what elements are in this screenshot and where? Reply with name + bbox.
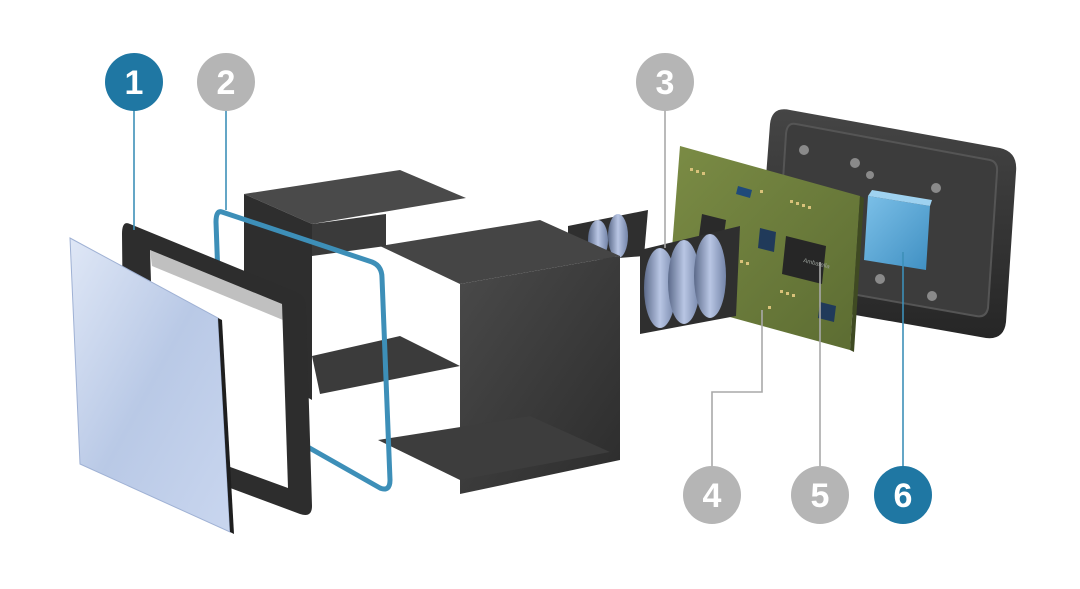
callout-label: 1 xyxy=(125,64,144,102)
callout-6: 6 xyxy=(874,466,932,524)
callout-circle xyxy=(791,466,849,524)
front-bracket xyxy=(378,220,620,494)
callout-circle xyxy=(197,53,255,111)
callout-3: 3 xyxy=(636,53,694,111)
callout-badges: 1 2 3 4 5 6 xyxy=(105,53,932,524)
callout-label: 3 xyxy=(656,64,675,102)
callout-1: 1 xyxy=(105,53,163,111)
callout-label: 5 xyxy=(811,477,830,515)
heat-sink xyxy=(864,190,932,270)
processor-chip: Ambarella xyxy=(782,236,831,284)
callout-circle xyxy=(874,466,932,524)
callout-2: 2 xyxy=(197,53,255,111)
callout-label: 2 xyxy=(217,64,236,102)
callout-label: 6 xyxy=(894,477,913,515)
callout-circle xyxy=(683,466,741,524)
callout-circle xyxy=(105,53,163,111)
lens-assembly xyxy=(568,210,740,334)
callout-circle xyxy=(636,53,694,111)
cover-glass xyxy=(69,237,234,534)
callout-5: 5 xyxy=(791,466,849,524)
leader-line-4 xyxy=(711,310,763,470)
callout-4: 4 xyxy=(683,466,741,524)
gasket xyxy=(213,209,393,492)
leader-lines xyxy=(133,108,904,470)
callout-label: 4 xyxy=(703,477,722,515)
